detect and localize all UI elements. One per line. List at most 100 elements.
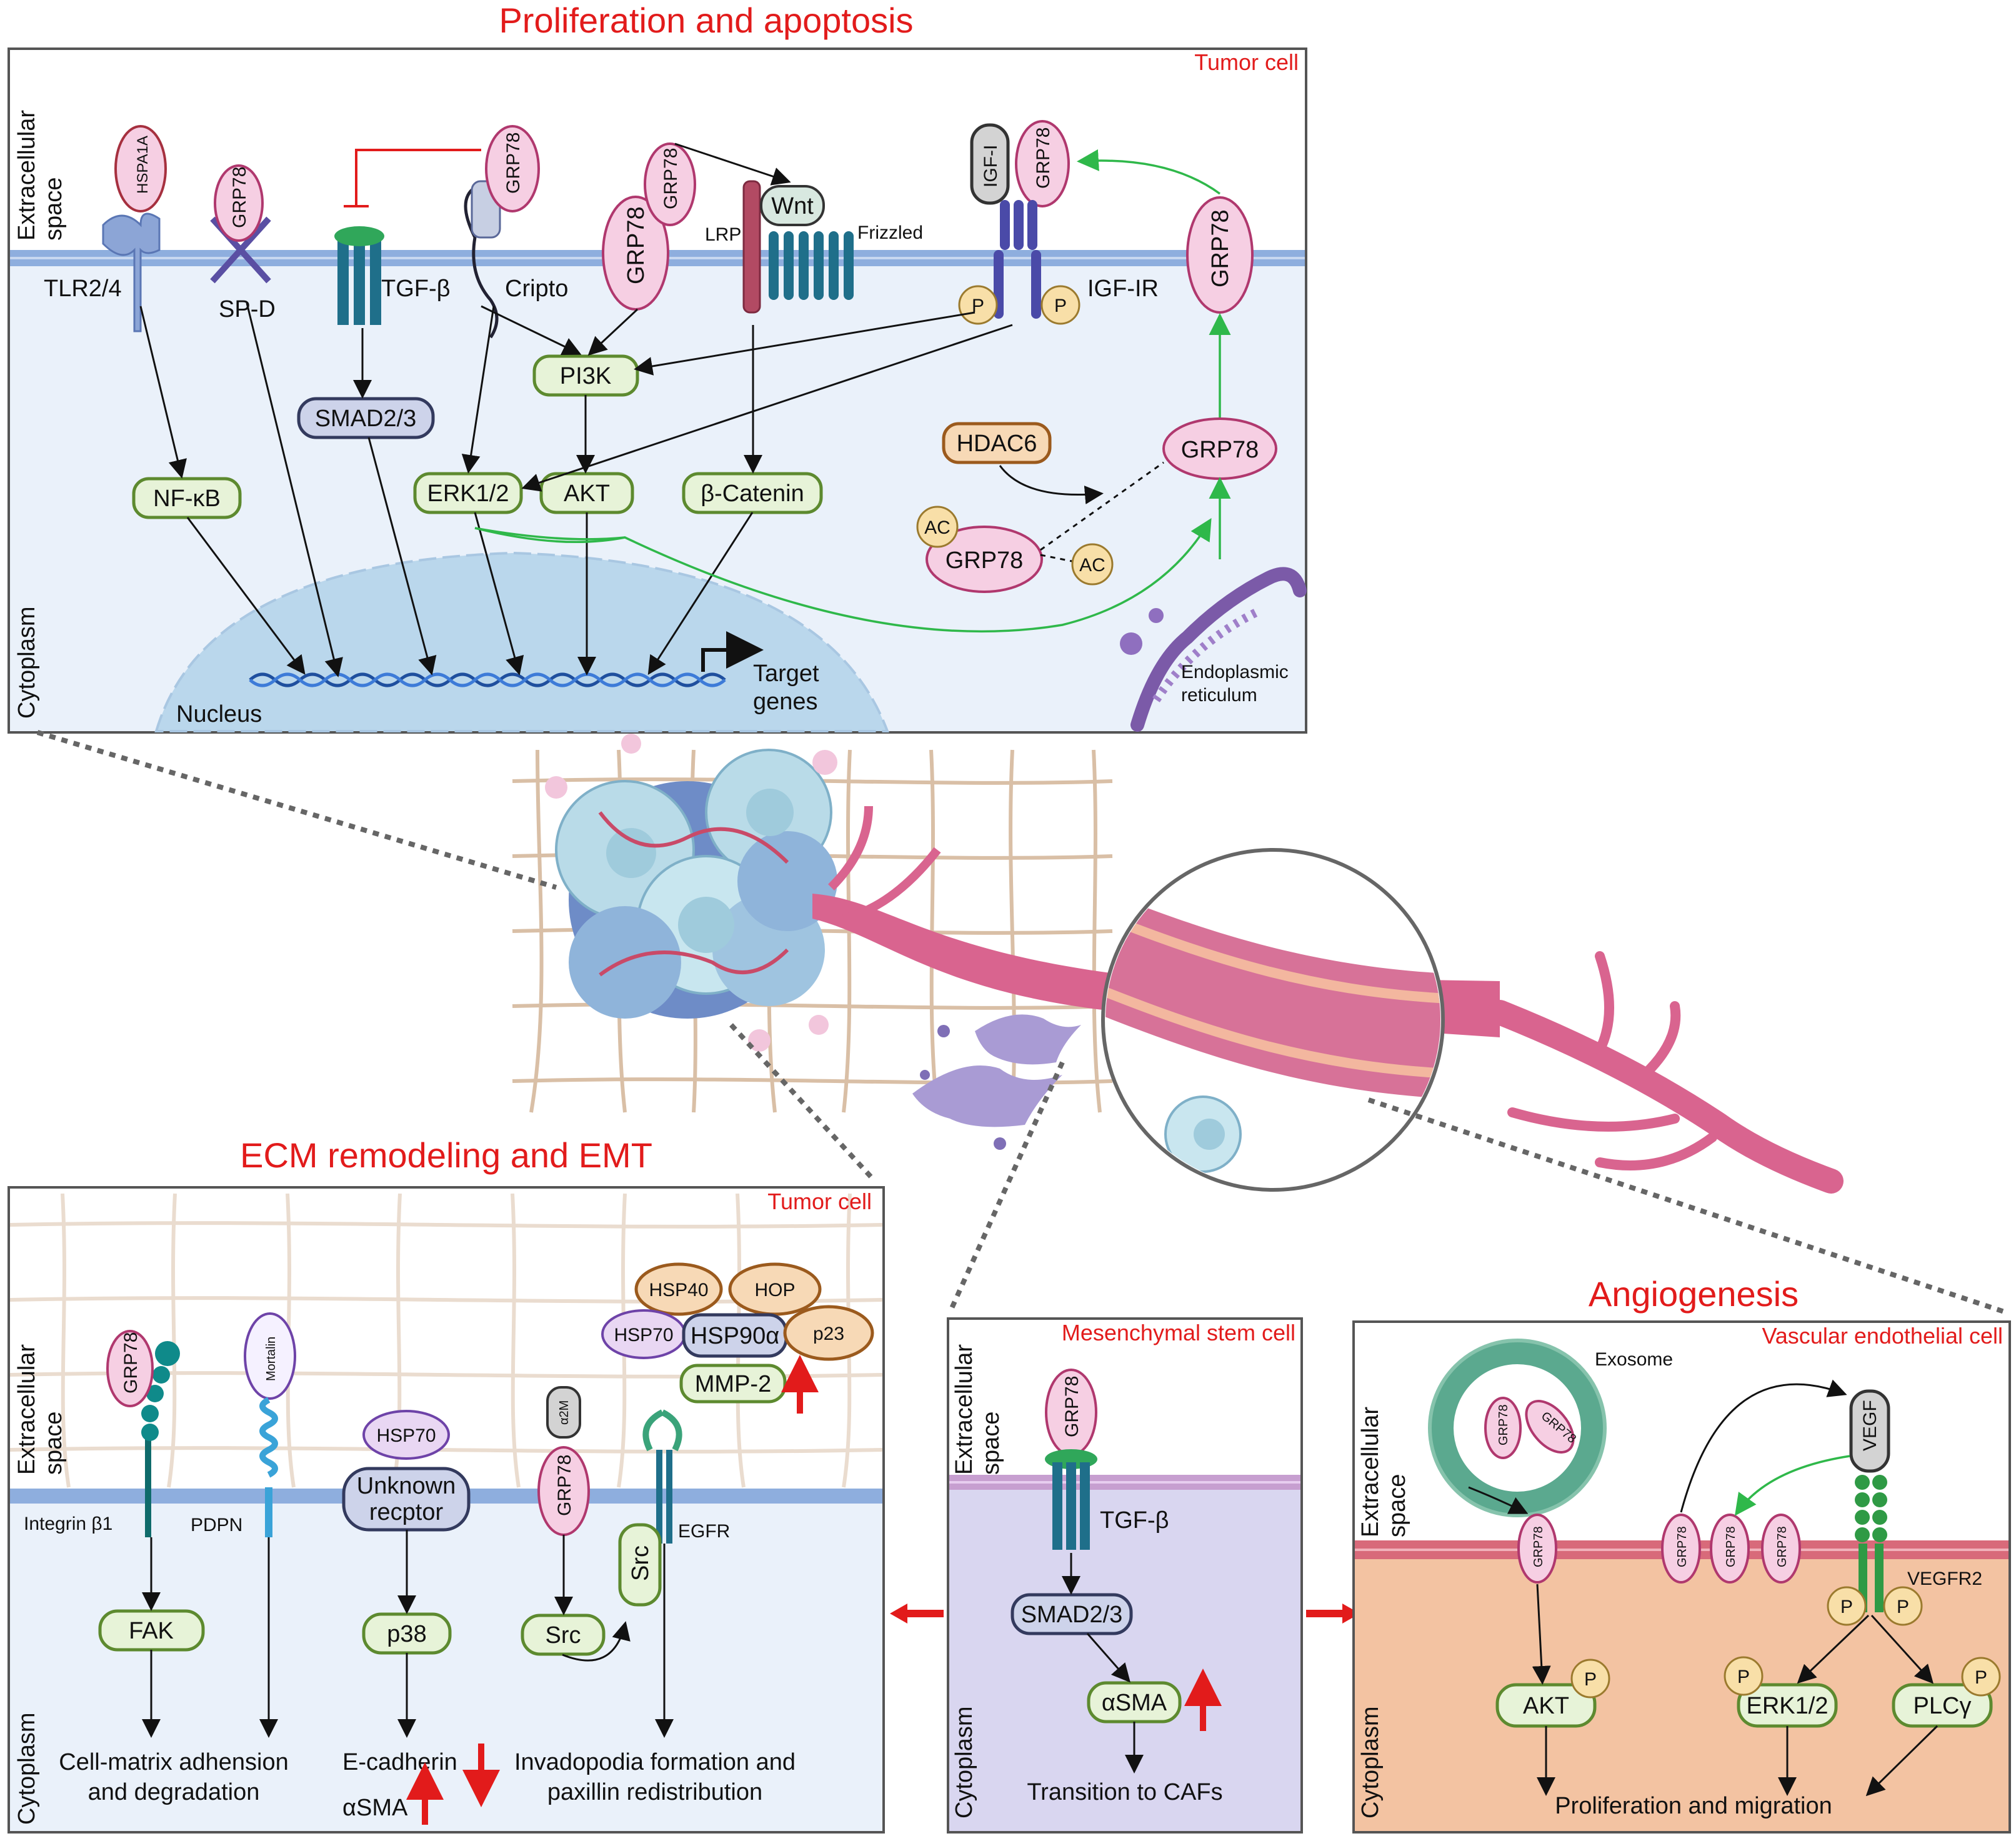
p-label-1: P <box>972 296 984 316</box>
hsp40-label: HSP40 <box>649 1280 708 1300</box>
side-space-angio: space <box>1384 1474 1410 1537</box>
hsp90-label: HSP90α <box>691 1323 779 1349</box>
side-space-ecm: space <box>41 1412 67 1475</box>
exosome-label: Exosome <box>1595 1349 1673 1370</box>
pi3k-label: PI3K <box>560 363 611 389</box>
p38-label: p38 <box>387 1621 426 1647</box>
side-space-msc: space <box>978 1412 1004 1475</box>
asma-msc-label: αSMA <box>1102 1690 1167 1716</box>
p-akt: P <box>1584 1669 1597 1690</box>
wnt-label: Wnt <box>771 193 814 219</box>
ecm-outcome-1b: and degradation <box>88 1779 260 1805</box>
smad-msc-node <box>1010 1593 1133 1635</box>
title-angio: Angiogenesis <box>1589 1274 1799 1314</box>
top-arrows <box>139 142 1164 677</box>
ecm-outcome-3a: Invadopodia formation and <box>514 1749 796 1775</box>
hsp70-ecm-label: HSP70 <box>376 1425 436 1446</box>
a2m-label: α2M <box>557 1400 571 1425</box>
cell-label-ecm: Tumor cell <box>767 1189 872 1214</box>
wnt-node <box>760 185 825 226</box>
smad-node <box>297 397 435 439</box>
angio-outcome: Proliferation and migration <box>1555 1793 1832 1819</box>
unknown-label-2: recptor <box>369 1499 444 1525</box>
grp78-igf-label: GRP78 <box>1033 127 1054 189</box>
hspa1a-label: HSPA1A <box>134 136 151 194</box>
er-label-2: reticulum <box>1181 685 1257 706</box>
a2m-node <box>546 1386 581 1439</box>
er-label-1: Endoplasmic <box>1181 662 1289 682</box>
side-cytoplasm-msc: Cytoplasm <box>951 1707 977 1819</box>
smad-msc-label: SMAD2/3 <box>1021 1602 1123 1628</box>
frizzled-label: Frizzled <box>857 222 923 243</box>
msc-panel <box>947 1317 1303 1834</box>
plcg-angio-node <box>1892 1683 1993 1728</box>
side-extracellular-top: Extracellular <box>14 110 40 241</box>
plcg-angio-label: PLCγ <box>1914 1693 1972 1719</box>
p-vegfr2-1: P <box>1840 1597 1853 1617</box>
dotted-connectors <box>36 730 2007 1315</box>
egfr-icon <box>642 1409 682 1544</box>
erk-node <box>413 472 523 514</box>
ac-label-1: AC <box>924 517 951 538</box>
ecm-arrows <box>142 1530 674 1738</box>
tgfb-msc-label: TGF-β <box>1100 1507 1169 1534</box>
er-icon <box>1120 567 1307 732</box>
side-cytoplasm-ecm: Cytoplasm <box>14 1713 40 1825</box>
unknown-label-1: Unknown <box>357 1473 456 1499</box>
grp78-exo-1-label: GRP78 <box>1497 1404 1510 1445</box>
grp78-small <box>644 142 696 226</box>
src-label-2: Src <box>627 1545 654 1581</box>
ac-icon <box>1071 543 1114 586</box>
p-label-2: P <box>1054 296 1067 316</box>
hsp70-complex-label: HSP70 <box>614 1325 673 1345</box>
igf1-node <box>970 123 1010 205</box>
phospho-icon <box>1883 1586 1923 1626</box>
erk-label: ERK1/2 <box>427 481 509 507</box>
grp78-a2m-label: GRP78 <box>554 1455 575 1516</box>
mmp2-label: MMP-2 <box>695 1371 771 1397</box>
ecm-outcome-2b: αSMA <box>342 1795 408 1821</box>
msc-cells-icon <box>912 1014 1081 1150</box>
angio-arrows <box>1468 1379 1939 1797</box>
spd-label: SP-D <box>219 296 276 322</box>
hop-node <box>728 1262 822 1316</box>
bcat-label: β-Catenin <box>701 481 804 507</box>
mortalin-label: Mortalin <box>264 1337 278 1381</box>
grp78-integrin-label: GRP78 <box>121 1332 141 1394</box>
akt-label: AKT <box>564 481 610 507</box>
grp78-angio-4-label: GRP78 <box>1775 1526 1789 1567</box>
integrin-label: Integrin β1 <box>24 1514 112 1534</box>
ac-label-2: AC <box>1079 555 1105 576</box>
tlr-receptor-icon <box>102 212 161 332</box>
grp78-membrane-right <box>1186 196 1254 314</box>
tgfb-receptor-icon <box>334 226 384 325</box>
mortalin-ellipse <box>244 1312 296 1400</box>
side-extracellular-ecm: Extracellular <box>14 1344 40 1475</box>
grp78-angio-1 <box>1517 1514 1557 1584</box>
vegf-node <box>1849 1389 1890 1473</box>
dna-icon <box>249 672 726 687</box>
tgfb-label: TGF-β <box>381 276 451 302</box>
grp78-small-label: GRP78 <box>661 148 681 209</box>
grp78-angio-2-label: GRP78 <box>1675 1526 1689 1567</box>
lrp-label: LRP <box>705 224 741 245</box>
target-label-2: genes <box>753 689 818 715</box>
p-erk: P <box>1737 1667 1750 1687</box>
pdpn-icon <box>259 1397 278 1478</box>
grp78-spd <box>214 164 264 242</box>
src-node-2 <box>618 1523 662 1607</box>
target-label-1: Target <box>753 661 819 687</box>
ecm-outcome-2a: E-cadherin <box>342 1749 457 1775</box>
grp78-msc-label: GRP78 <box>1062 1376 1082 1437</box>
grp78-big-label: GRP78 <box>623 206 649 284</box>
phospho-icon <box>1827 1586 1867 1626</box>
erk-angio-label: ERK1/2 <box>1747 1693 1829 1719</box>
grp78-angio-1-label: GRP78 <box>1532 1526 1545 1567</box>
cripto-icon <box>464 186 499 339</box>
grp78-angio-4 <box>1761 1514 1801 1584</box>
grp78-membrane-right-label: GRP78 <box>1207 209 1234 287</box>
grp78-angio-2 <box>1661 1514 1701 1584</box>
igf1r-label: IGF-IR <box>1087 276 1159 302</box>
ecm-outcome-3b: paxillin redistribution <box>547 1779 762 1805</box>
lrp-icon <box>742 180 761 314</box>
